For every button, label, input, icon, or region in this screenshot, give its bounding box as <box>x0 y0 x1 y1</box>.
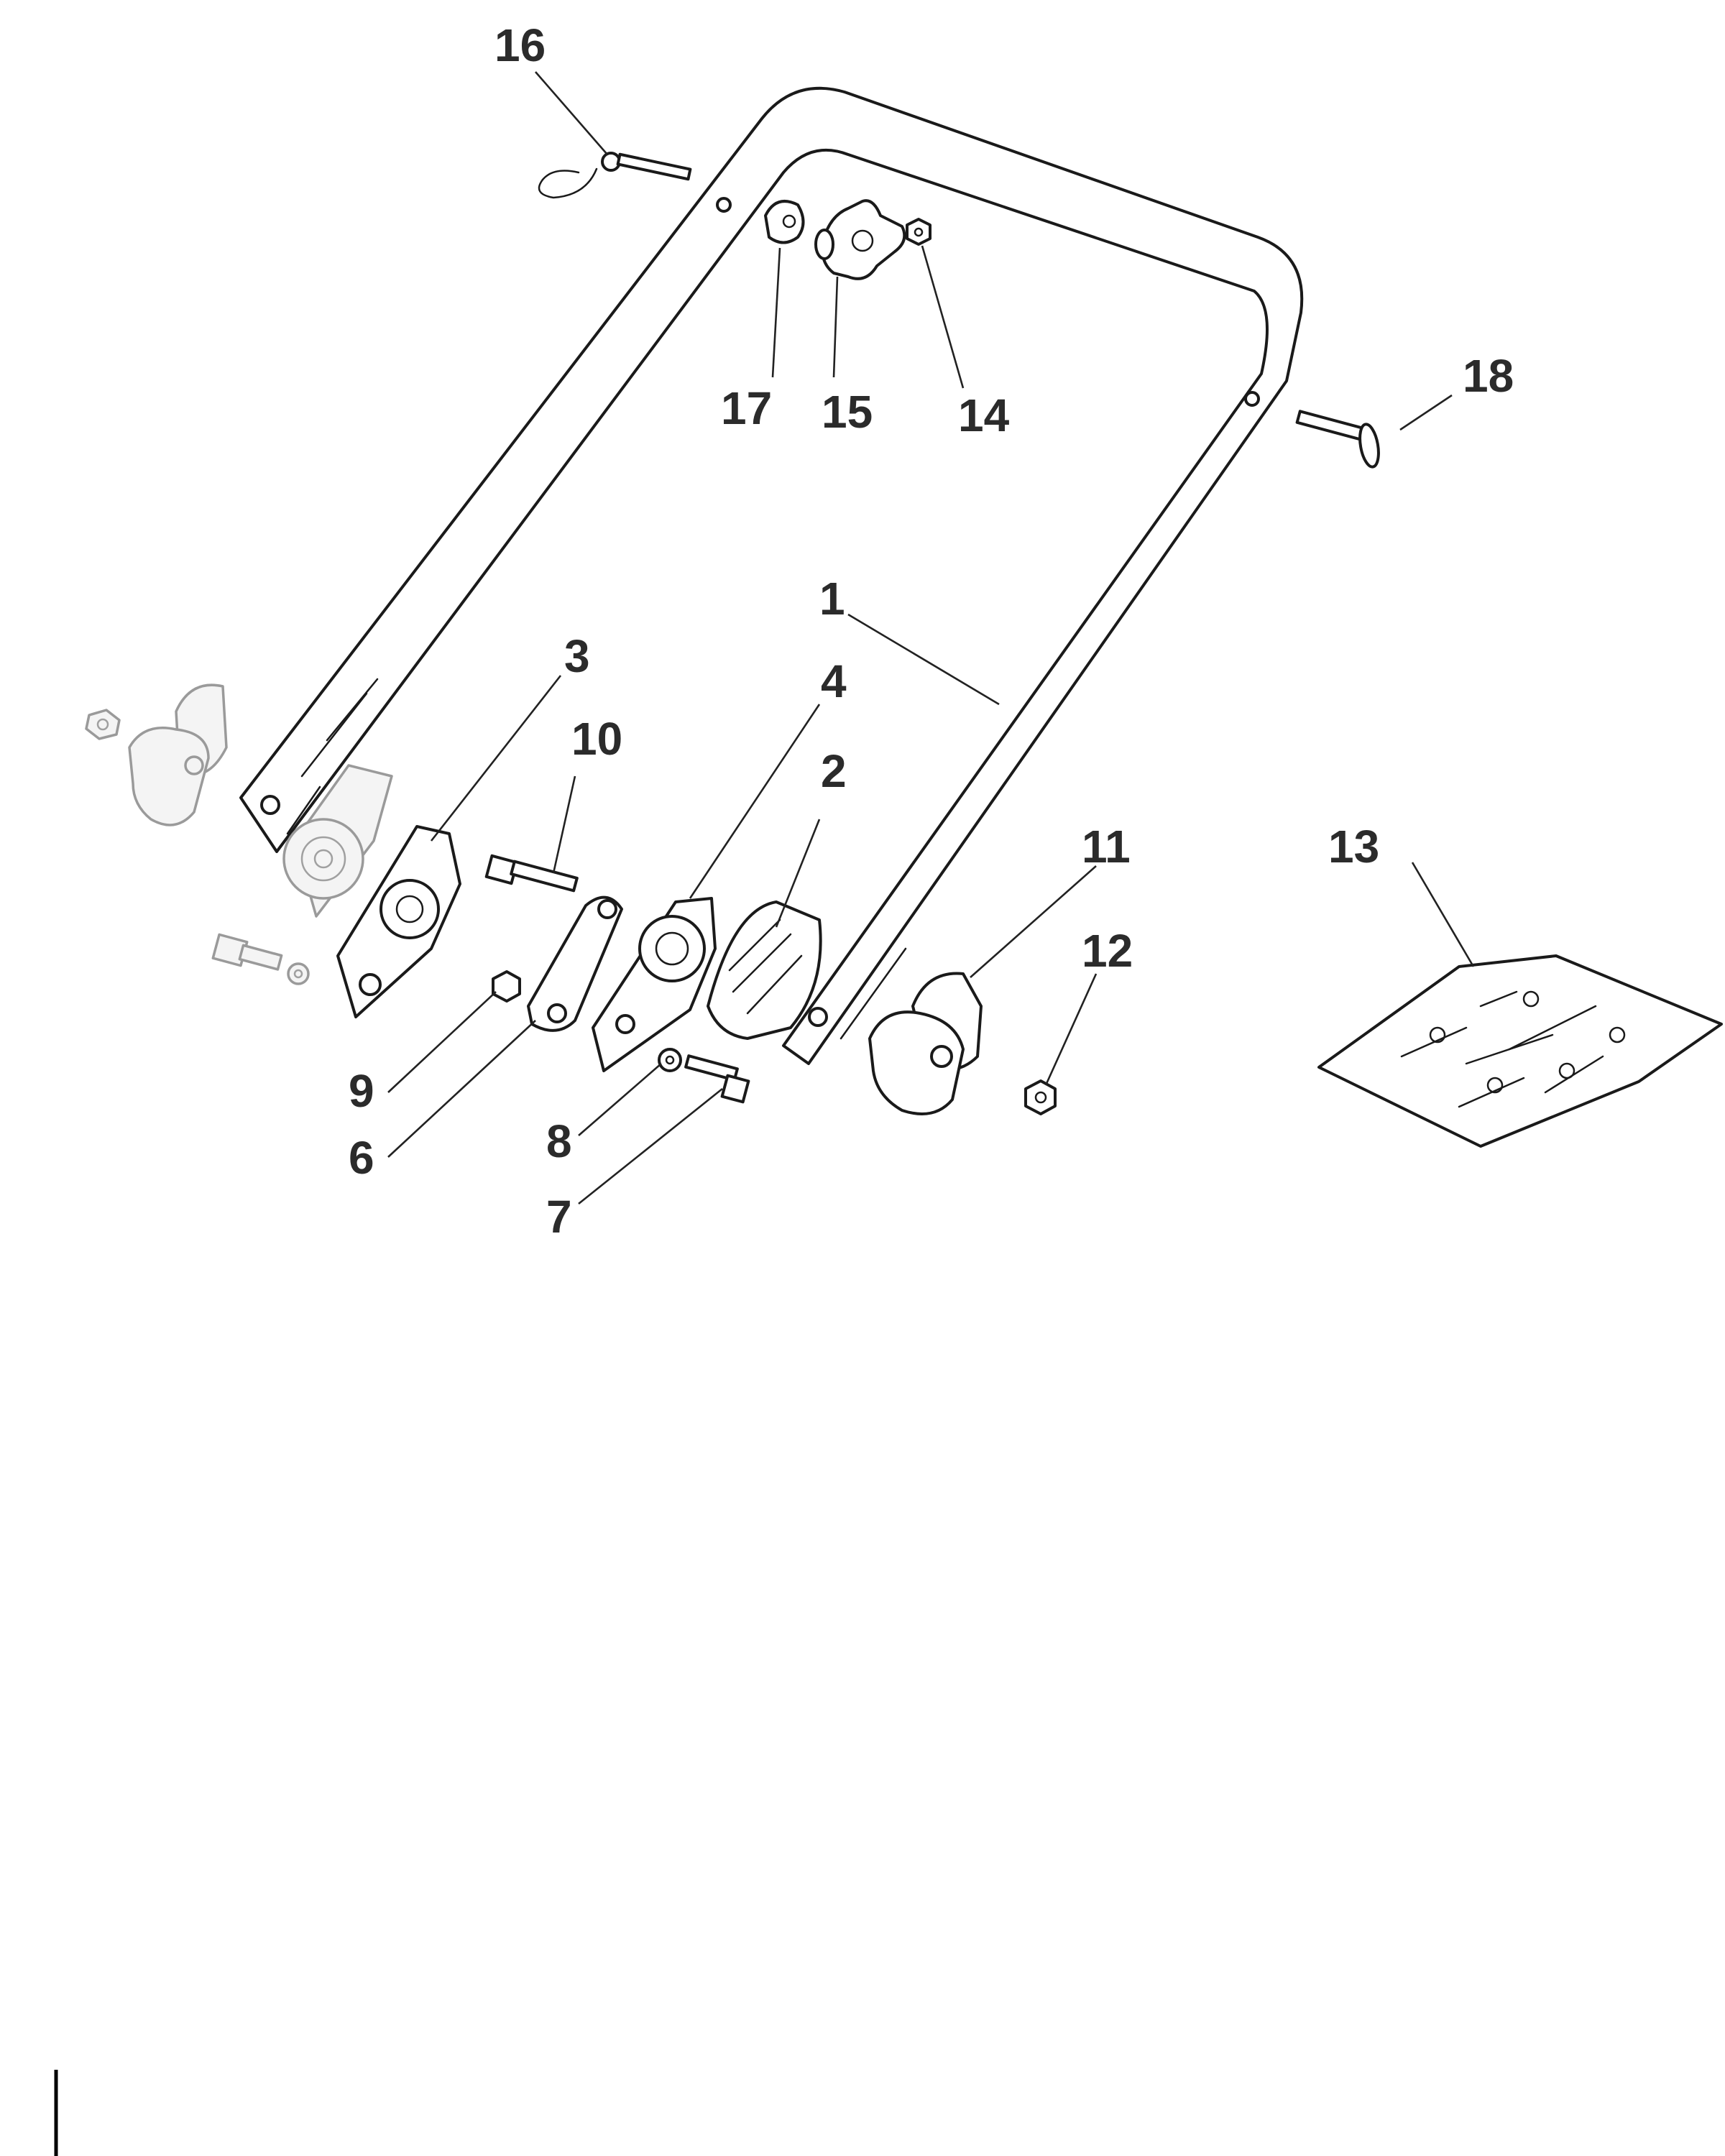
leader-lines <box>387 71 1475 1205</box>
part-13-hardware-bag <box>1317 954 1723 1148</box>
callout-3: 3 <box>564 630 590 682</box>
callout-13: 13 <box>1328 821 1379 872</box>
callout-12: 12 <box>1082 925 1133 977</box>
ghost-knob-assembly <box>85 683 228 826</box>
callout-labels: 1 2 3 4 10 11 12 13 9 6 8 7 16 17 15 14 … <box>349 19 1514 1243</box>
part-7-bolt <box>684 1054 750 1104</box>
part-14-nut <box>906 218 932 246</box>
ghost-bolt-washer <box>211 933 310 985</box>
callout-2: 2 <box>821 745 847 797</box>
callout-4: 4 <box>821 655 847 707</box>
part-10-bolt <box>484 854 579 893</box>
callout-7: 7 <box>546 1191 572 1243</box>
part-3-adjuster-plate <box>336 825 461 1018</box>
part-4-toothed-plate <box>592 897 717 1072</box>
part-18-bolt <box>1295 410 1380 469</box>
part-16-clip-pin <box>538 152 692 199</box>
callout-1: 1 <box>819 573 845 625</box>
part-15-star-knob <box>814 199 906 280</box>
callout-16: 16 <box>494 19 546 71</box>
callout-9: 8 <box>546 1115 572 1167</box>
ghost-adjuster-plate <box>282 764 393 918</box>
part-8-nut <box>492 970 521 1003</box>
part-9-washer <box>658 1048 682 1072</box>
callout-6: 6 <box>349 1132 374 1184</box>
callout-10: 10 <box>571 713 622 765</box>
part-12-nut <box>1024 1079 1057 1115</box>
callout-17: 17 <box>721 382 772 434</box>
callout-15: 15 <box>822 386 873 438</box>
part-17-small-knob <box>764 200 805 244</box>
callout-14: 14 <box>958 390 1010 441</box>
callout-18: 18 <box>1463 350 1514 402</box>
callout-11: 11 <box>1082 821 1131 872</box>
part-6-link-arm <box>527 895 623 1032</box>
part-2-ribbed-block <box>707 900 822 1040</box>
handle-frame <box>239 86 1304 1065</box>
callout-8: 9 <box>349 1065 374 1117</box>
part-11-knobs <box>868 972 983 1115</box>
